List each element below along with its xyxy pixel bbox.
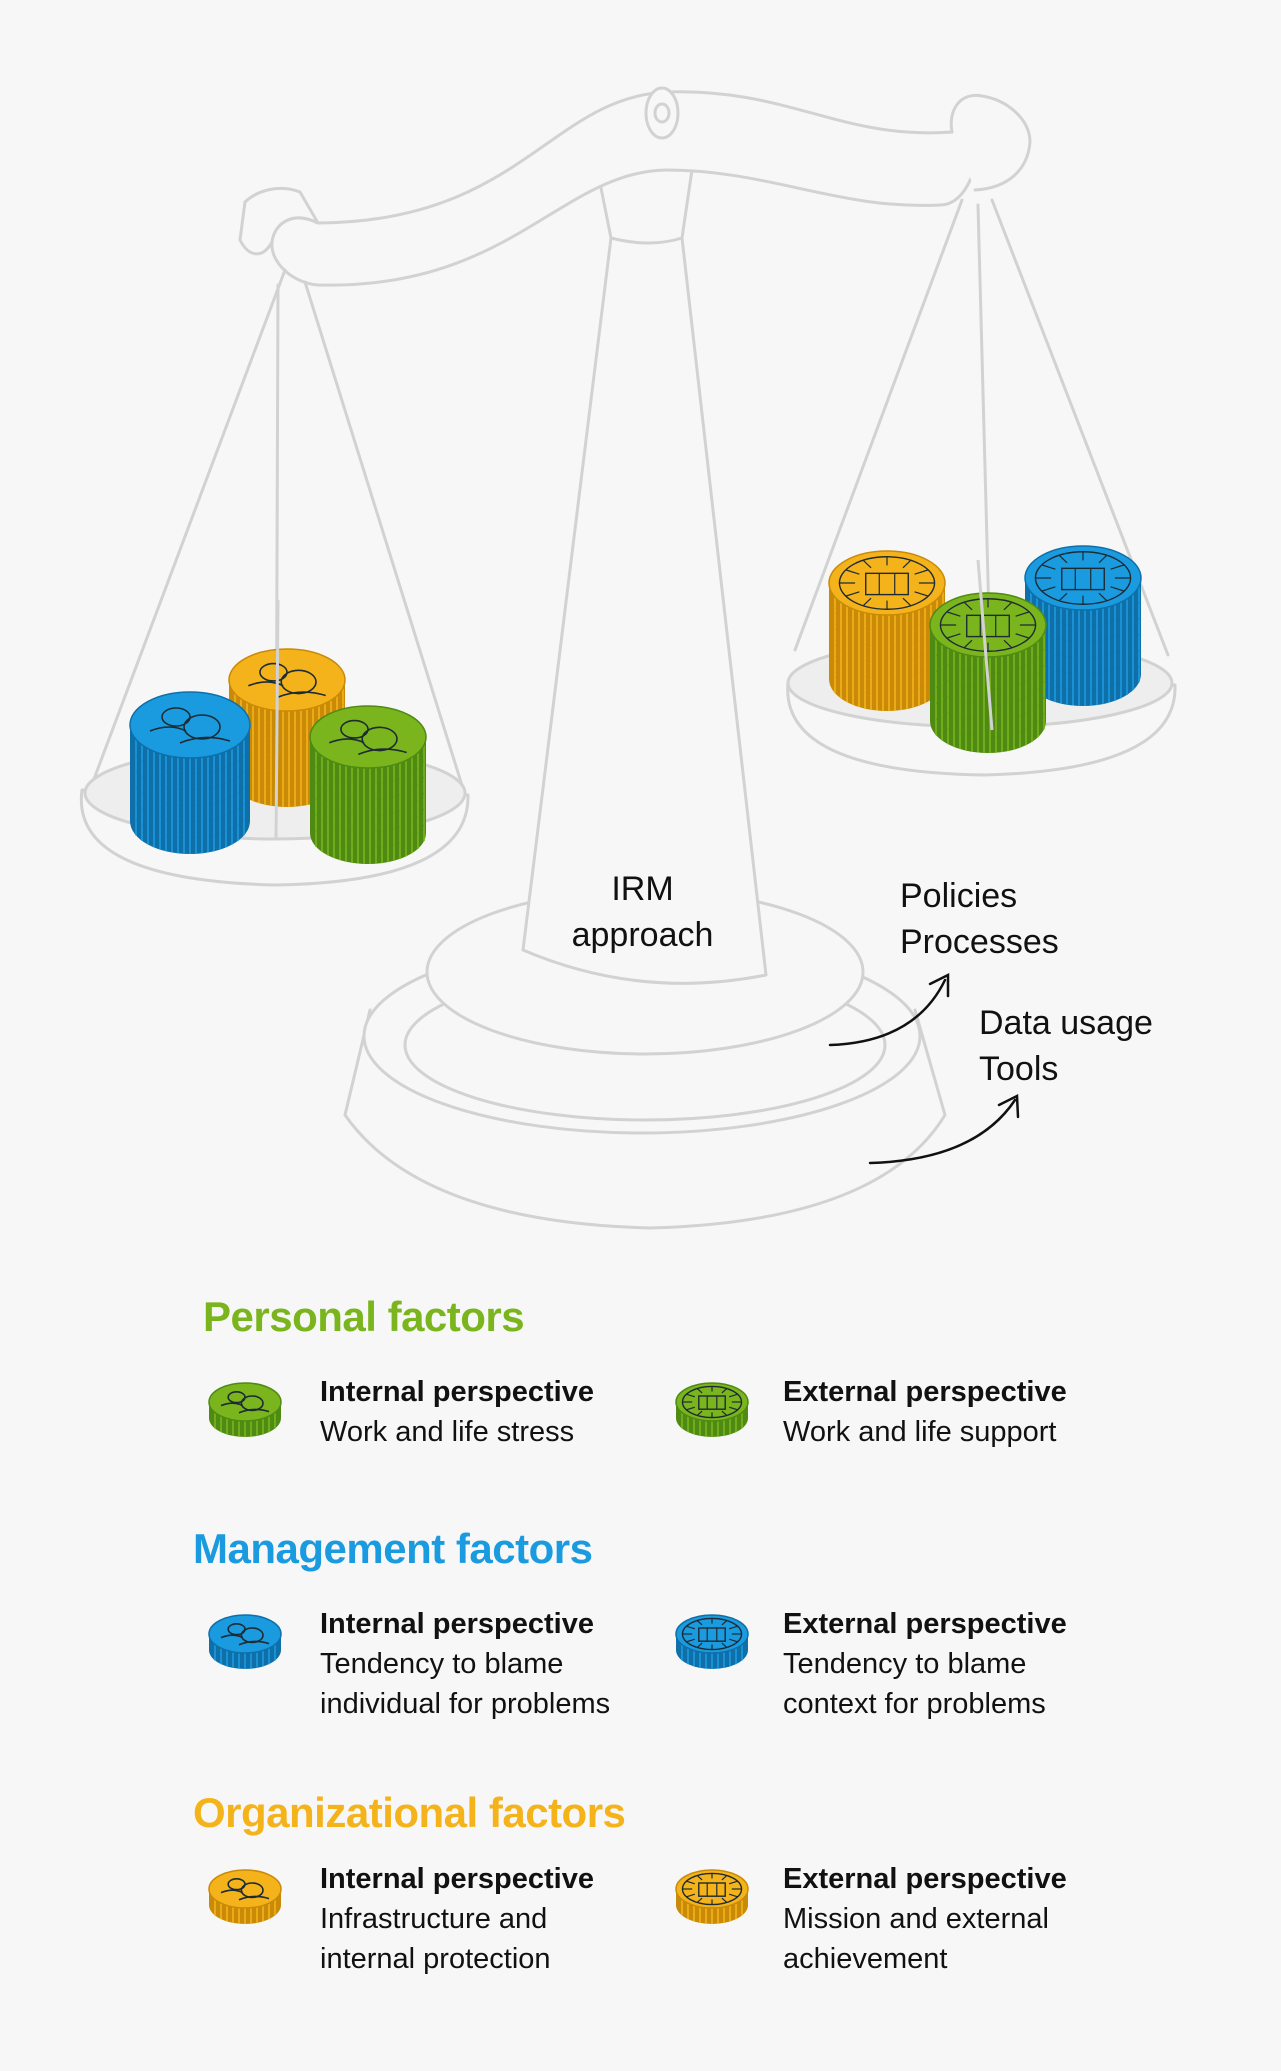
blue-people-coin-icon: [208, 1614, 282, 1669]
scale-pillar: [521, 236, 768, 985]
label-data-usage: Data usage: [979, 1004, 1153, 1042]
label-processes: Processes: [900, 923, 1059, 961]
management-internal: Internal perspective Tendency to blame i…: [320, 1604, 680, 1724]
section-title-management: Management factors: [193, 1525, 593, 1572]
data-usage-tools-label: Data usage Tools: [979, 1000, 1153, 1092]
organizational-external: External perspective Mission and externa…: [783, 1859, 1143, 1979]
pillar-label: IRM approach: [560, 866, 725, 958]
organizational-internal-text: Infrastructure and internal protection: [320, 1903, 551, 1975]
section-title-organizational: Organizational factors: [193, 1789, 626, 1836]
section-title-personal: Personal factors: [203, 1293, 525, 1340]
green-people-coin-icon: [208, 1382, 282, 1437]
personal-external: External perspective Work and life suppo…: [783, 1372, 1143, 1452]
label-policies: Policies: [900, 877, 1018, 915]
pillar-label-line2: approach: [571, 916, 714, 954]
green-building-coin-icon: [675, 1382, 749, 1437]
scale-pivot: [644, 86, 680, 140]
management-external-text: Tendency to blame context for problems: [783, 1648, 1046, 1720]
yellow-people-coin-icon: [208, 1869, 282, 1924]
blue-building-coin-stack: [1024, 545, 1142, 706]
blue-building-coin-icon: [675, 1614, 749, 1669]
organizational-external-heading: External perspective: [783, 1863, 1067, 1895]
organizational-external-text: Mission and external achievement: [783, 1903, 1049, 1975]
yellow-building-coin-stack: [828, 550, 946, 711]
organizational-internal: Internal perspective Infrastructure and …: [320, 1859, 680, 1979]
management-external-heading: External perspective: [783, 1608, 1067, 1640]
balance-scale-illustration: [79, 86, 1177, 1230]
right-coin-stacks: [828, 545, 1142, 753]
organizational-internal-heading: Internal perspective: [320, 1863, 594, 1895]
management-internal-text: Tendency to blame individual for problem…: [320, 1648, 611, 1720]
arrow-top: [828, 978, 947, 1047]
management-internal-heading: Internal perspective: [320, 1608, 594, 1640]
arrows: [828, 972, 1020, 1165]
pillar-label-line1: IRM: [611, 870, 674, 908]
label-tools: Tools: [979, 1050, 1059, 1088]
yellow-building-coin-icon: [675, 1869, 749, 1924]
left-coin-stacks: [129, 648, 427, 864]
personal-internal: Internal perspective Work and life stres…: [320, 1372, 680, 1452]
green-people-coin-stack: [309, 705, 427, 864]
personal-external-heading: External perspective: [783, 1376, 1067, 1408]
arrow-bottom: [868, 1098, 1017, 1165]
management-external: External perspective Tendency to blame c…: [783, 1604, 1143, 1724]
scale-beam: [270, 90, 978, 287]
personal-internal-heading: Internal perspective: [320, 1376, 594, 1408]
personal-internal-text: Work and life stress: [320, 1416, 575, 1448]
personal-external-text: Work and life support: [783, 1416, 1057, 1448]
blue-people-coin-stack: [129, 691, 251, 854]
policies-processes-label: Policies Processes: [900, 873, 1059, 965]
